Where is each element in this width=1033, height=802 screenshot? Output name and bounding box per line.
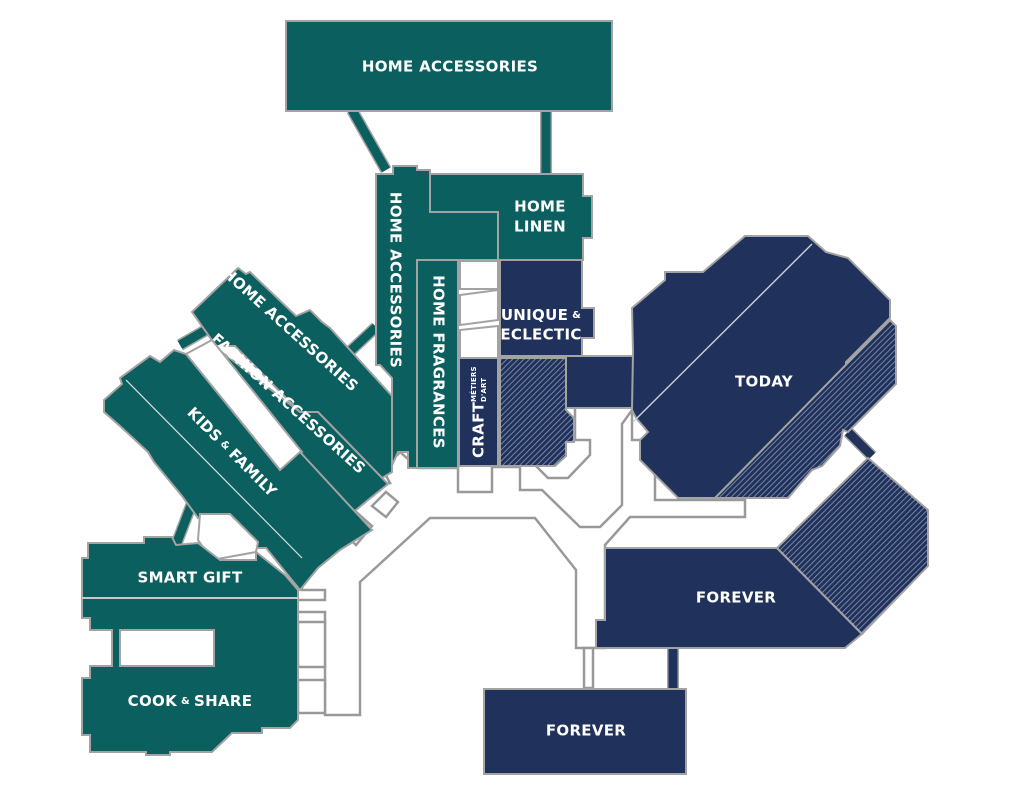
zone-label-forever-main: FOREVER <box>696 589 776 607</box>
zone-label-share: SHARE <box>194 692 252 710</box>
walkway-cell <box>296 620 327 669</box>
zone-smart-gift[interactable]: SMART GIFT <box>81 536 299 599</box>
zone-hatched-reserved <box>712 318 897 499</box>
zone-label-eclectic: ECLECTIC <box>500 326 581 344</box>
zone-label-home-fragrances: HOME FRAGRANCES <box>430 275 448 449</box>
zone-hatched-reserved <box>499 357 575 467</box>
zone-today-link <box>565 355 641 409</box>
zone-label-cook-share: COOK&SHARE <box>128 692 253 710</box>
connectors <box>170 107 877 690</box>
zone-label-today: TODAY <box>735 373 794 391</box>
zone-today[interactable]: TODAY <box>630 235 891 499</box>
void-block <box>459 324 499 359</box>
walkway-cell <box>296 678 327 715</box>
void-block <box>459 288 499 327</box>
zone-home-fragrances[interactable]: HOME FRAGRANCES <box>416 259 459 469</box>
zone-label-unique-line: UNIQUE& <box>501 306 581 324</box>
zone-label-home-accessories-vertical: HOME ACCESSORIES <box>387 192 405 368</box>
zone-label-home-linen-line2: LINEN <box>514 218 566 236</box>
zone-unique-eclectic[interactable]: UNIQUE& ECLECTIC <box>499 259 595 357</box>
zone-label-forever-lower: FOREVER <box>546 722 626 740</box>
zone-kids-family[interactable]: KIDS&FAMILY <box>103 348 374 592</box>
zone-forever-lower[interactable]: FOREVER <box>483 688 687 775</box>
zone-label-smart-gift: SMART GIFT <box>137 569 243 587</box>
zone-craft[interactable]: CRAFT MÉTIERS D'ART <box>458 357 499 467</box>
zone-label-craft-dart: D'ART <box>480 378 488 402</box>
void-block <box>459 260 499 290</box>
zone-cook-share[interactable]: COOK&SHARE <box>81 597 299 756</box>
zone-label-home-linen-line1: HOME <box>514 198 566 216</box>
walkway-link <box>582 646 595 690</box>
walkway-cell <box>370 490 400 519</box>
zone-label-cook: COOK <box>128 692 178 710</box>
zone-label-unique: UNIQUE <box>501 306 568 324</box>
zone-label-craft: CRAFT <box>470 401 488 458</box>
zone-home-accessories-top[interactable]: HOME ACCESSORIES <box>285 20 613 112</box>
zone-label-cook-amp: & <box>181 696 190 707</box>
zone-hatched-reserved <box>775 456 929 636</box>
zone-label-home-accessories-top: HOME ACCESSORIES <box>362 58 538 76</box>
zone-label-unique-amp: & <box>572 310 581 321</box>
zone-label-craft-metiers: MÉTIERS <box>469 366 478 402</box>
